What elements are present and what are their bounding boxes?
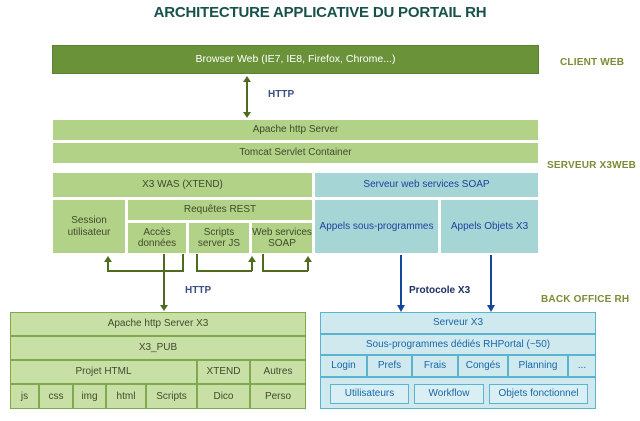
module-login-box: Login	[320, 355, 367, 377]
module-prefs-box: Prefs	[367, 355, 412, 377]
http-arrow-up-head	[243, 76, 251, 82]
html-box: html	[106, 384, 146, 409]
connector-drop-1	[182, 254, 184, 271]
css-box: css	[39, 384, 73, 409]
protocole-x3-line-2	[490, 255, 492, 307]
scripts-box: Scripts	[146, 384, 197, 409]
browser-web-box: Browser Web (IE7, IE8, Firefox, Chrome..…	[52, 45, 539, 74]
module-frais-box: Frais	[412, 355, 458, 377]
protocole-x3-label: Protocole X3	[409, 285, 471, 296]
apache-http-server-x3-box: Apache http Server X3	[10, 312, 306, 336]
http-arrow-down-head	[243, 112, 251, 118]
apache-http-server-box: Apache http Server	[52, 119, 539, 141]
session-utilisateur-box: Session utilisateur	[52, 199, 126, 254]
acces-donnees-box: Accès données	[127, 222, 187, 254]
connector-drop-3	[262, 254, 264, 271]
x3-pub-box: X3_PUB	[10, 336, 306, 360]
side-label-client-web: CLIENT WEB	[560, 57, 625, 68]
connector-bus-3	[262, 270, 308, 272]
requetes-rest-box: Requêtes REST	[127, 199, 313, 221]
appels-sous-programmes-box: Appels sous-programmes	[314, 199, 439, 254]
web-services-soap-box: Web services SOAP	[251, 222, 313, 254]
autres-box: Autres	[250, 360, 306, 384]
side-label-back-office-rh: BACK OFFICE RH	[541, 294, 630, 305]
object-workflow-box: Workflow	[414, 384, 484, 404]
http-label-top: HTTP	[268, 89, 295, 100]
connector-drop-2	[196, 254, 198, 271]
connector-arrowhead-1	[104, 256, 112, 262]
sous-programmes-dedies-box: Sous-programmes dédiés RHPortal (~50)	[320, 334, 596, 355]
appels-objets-x3-box: Appels Objets X3	[440, 199, 539, 254]
page-title: ARCHITECTURE APPLICATIVE DU PORTAIL RH	[153, 4, 487, 21]
connector-bus-1	[107, 270, 184, 272]
connector-riser-2	[251, 260, 253, 271]
serveur-x3-box: Serveur X3	[320, 312, 596, 334]
connector-riser-1	[107, 260, 109, 271]
http-arrow-line-top	[246, 80, 248, 113]
connector-arrowhead-2	[248, 256, 256, 262]
module-planning-box: Planning	[508, 355, 568, 377]
img-box: img	[73, 384, 106, 409]
module-more-box: ...	[568, 355, 596, 377]
http-bottom-arrowhead	[160, 305, 168, 311]
side-label-serveur-x3web: SERVEUR X3WEB	[547, 160, 637, 171]
protocole-x3-line-1	[400, 255, 402, 307]
js-box: js	[10, 384, 39, 409]
connector-bus-2	[196, 270, 252, 272]
xtend-box: XTEND	[197, 360, 250, 384]
perso-box: Perso	[250, 384, 306, 409]
http-label-bottom: HTTP	[185, 285, 212, 296]
connector-arrowhead-3	[304, 256, 312, 262]
object-objets-fonctionnel-box: Objets fonctionnel	[489, 384, 588, 404]
tomcat-servlet-container-box: Tomcat Servlet Container	[52, 142, 539, 164]
scripts-server-js-box: Scripts server JS	[188, 222, 250, 254]
protocole-x3-arrowhead-1	[397, 305, 405, 312]
objects-row-container: Utilisateurs Workflow Objets fonctionnel	[320, 377, 596, 409]
projet-html-box: Projet HTML	[10, 360, 197, 384]
serveur-web-services-soap-box: Serveur web services SOAP	[314, 172, 539, 198]
x3-was-xtend-box: X3 WAS (XTEND)	[52, 172, 313, 198]
protocole-x3-arrowhead-2	[487, 305, 495, 312]
dico-box: Dico	[197, 384, 250, 409]
module-conges-box: Congés	[458, 355, 508, 377]
http-bottom-line	[163, 254, 165, 306]
object-utilisateurs-box: Utilisateurs	[330, 384, 409, 404]
connector-riser-3	[307, 260, 309, 271]
